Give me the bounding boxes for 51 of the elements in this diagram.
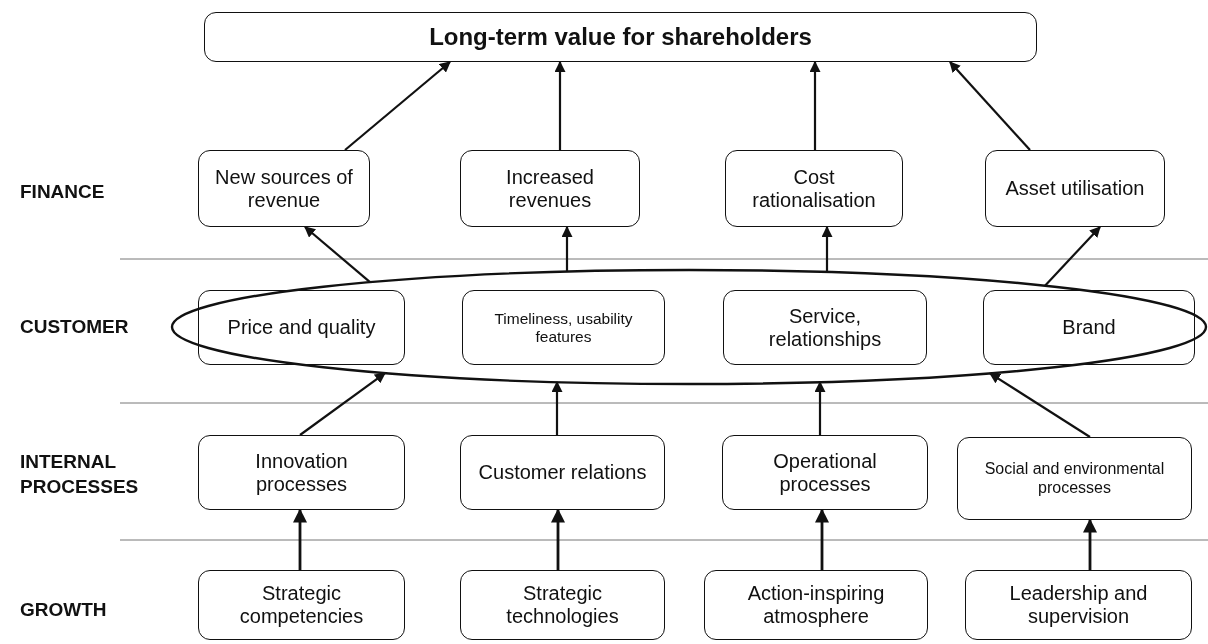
- node-text: Leadership and supervision: [1008, 582, 1149, 628]
- node-box: [204, 12, 1037, 62]
- arrow: [821, 225, 833, 273]
- node-box: [957, 437, 1192, 520]
- node-box: [965, 570, 1192, 640]
- arrow: [304, 226, 371, 283]
- row-heading: FINANCE: [20, 180, 106, 204]
- node-text: Asset utilisation: [1005, 177, 1145, 200]
- node-box: [460, 435, 665, 510]
- node-text: Increased revenues: [505, 165, 595, 212]
- node-text: Action-inspiring atmosphere: [746, 582, 886, 628]
- arrow: [1044, 226, 1101, 287]
- node-text: Cost rationalisation: [751, 165, 877, 212]
- node-text: Operational processes: [772, 449, 878, 496]
- node-text: Customer relations: [478, 461, 647, 484]
- arrow: [551, 381, 563, 435]
- node-box: [725, 150, 903, 227]
- node-text: Social and environmental processes: [983, 460, 1166, 497]
- arrow: [344, 61, 451, 151]
- arrow: [561, 225, 573, 272]
- arrow: [815, 508, 829, 570]
- node-box: [460, 570, 665, 640]
- arrow: [299, 372, 386, 436]
- node-box: [198, 150, 370, 227]
- arrow: [293, 508, 307, 570]
- node-text: Brand: [1062, 316, 1116, 339]
- node-box: [704, 570, 928, 640]
- arrow: [989, 372, 1091, 438]
- node-box: [460, 150, 640, 227]
- node-text: Strategic technologies: [505, 582, 620, 628]
- node-text: Price and quality: [227, 316, 376, 339]
- node-box: [722, 435, 928, 510]
- node-text: Innovation processes: [254, 449, 349, 496]
- node-text: Strategic competencies: [238, 582, 365, 628]
- arrow: [814, 381, 826, 435]
- arrow: [551, 508, 565, 570]
- arrow: [1083, 518, 1097, 570]
- node-text: New sources of revenue: [215, 165, 353, 212]
- arrow: [554, 60, 566, 150]
- arrow: [809, 60, 821, 150]
- node-text: Service, relationships: [767, 304, 883, 351]
- node-box: [198, 435, 405, 510]
- row-heading: GROWTH: [20, 598, 108, 622]
- ellipse-outline: [170, 268, 1208, 386]
- node-box: [985, 150, 1165, 227]
- node-text: Timeliness, usability features: [493, 309, 634, 346]
- arrow: [949, 61, 1031, 151]
- node-box: [198, 570, 405, 640]
- node-text: Long-term value for shareholders: [429, 23, 812, 51]
- row-heading: INTERNAL PROCESSES: [20, 450, 140, 499]
- row-heading: CUSTOMER: [20, 315, 130, 339]
